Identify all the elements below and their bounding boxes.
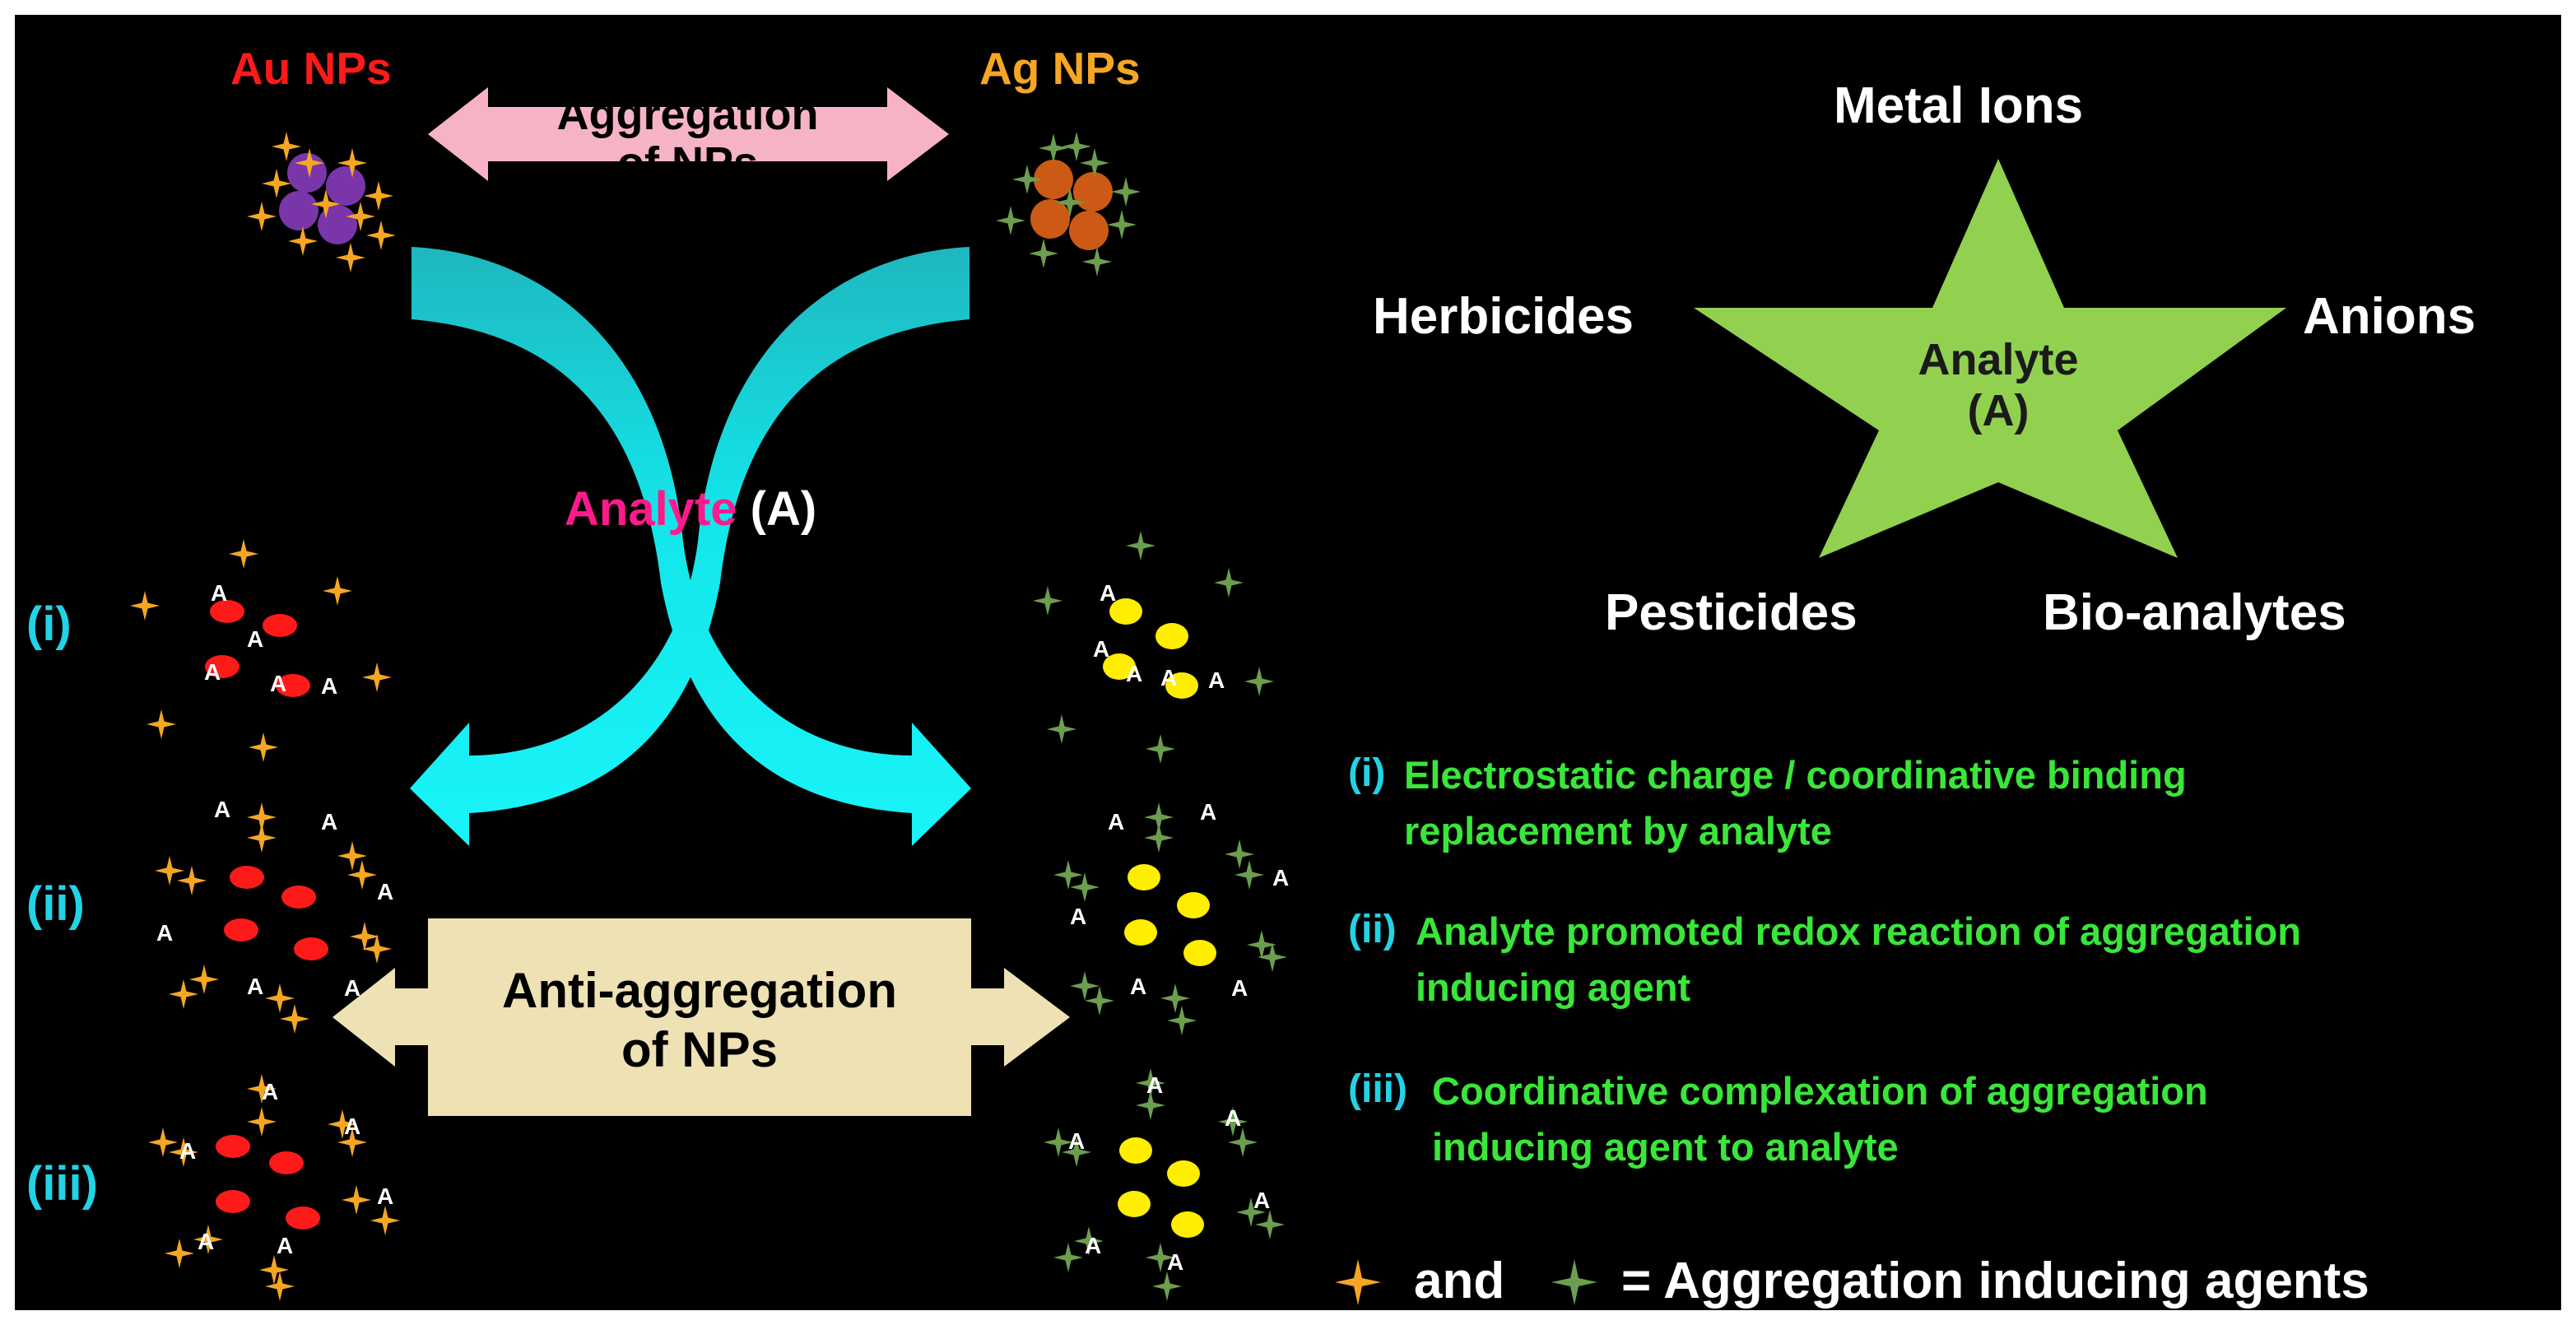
analyte-marker: A (1126, 661, 1142, 686)
au-dispersed-ii (155, 802, 392, 1034)
mechanism-1-line2: replacement by analyte (1404, 809, 1832, 853)
analyte-marker: A (1130, 974, 1146, 999)
au-aggregated-cluster (247, 132, 396, 272)
analyte-marker: A (270, 671, 286, 696)
row-label-ii: (ii) (26, 877, 85, 931)
mechanism-1-line1: Electrostatic charge / coordinative bind… (1404, 753, 2187, 797)
analyte-marker: A (321, 673, 337, 699)
analyte-marker: A (377, 879, 393, 904)
ag-dispersed-iii (1044, 1068, 1285, 1301)
legend-orange-star-icon (1335, 1259, 1381, 1305)
aggregation-double-arrow (428, 87, 949, 181)
anti-aggregation-label: Anti-aggregation of NPs (428, 961, 971, 1080)
star-center-label: Analyte (A) (1875, 334, 2122, 436)
analyte-marker: A (204, 659, 221, 685)
star-label-bio-analytes: Bio-analytes (2043, 584, 2346, 641)
mechanism-2-number: (ii) (1348, 908, 1397, 951)
analyte-marker: A (1085, 1233, 1101, 1258)
row-label-iii: (iii) (26, 1157, 98, 1211)
star-label-herbicides: Herbicides (1373, 288, 1634, 345)
analyte-marker: A (377, 1183, 393, 1209)
analyte-marker: A (1167, 1249, 1183, 1275)
analyte-word: Analyte (565, 482, 737, 536)
analyte-marker: A (1272, 865, 1289, 890)
analyte-star (1694, 159, 2286, 558)
star-center-line1: Analyte (1918, 335, 2079, 384)
analyte-marker: A (262, 1079, 278, 1104)
analyte-marker: A (247, 626, 263, 652)
star-label-metal-ions: Metal Ions (1834, 77, 2084, 134)
analyte-marker: A (1068, 1128, 1085, 1154)
analyte-marker: A (344, 975, 360, 1001)
analyte-marker: A (1208, 667, 1225, 693)
mechanism-1-number: (i) (1348, 751, 1386, 795)
anti-aggregation-line2: of NPs (621, 1022, 779, 1077)
legend-text: = Aggregation inducing agents (1621, 1253, 2369, 1309)
analyte-marker: A (1100, 580, 1116, 606)
analyte-marker: A (1070, 904, 1086, 929)
mechanism-3-number: (iii) (1348, 1067, 1407, 1111)
analyte-marker: A (1160, 665, 1177, 690)
analyte-marker: A (214, 797, 230, 822)
analyte-marker: A (198, 1229, 214, 1254)
analyte-marker: A (321, 809, 337, 835)
aggregation-line2: of NPs (616, 138, 759, 188)
analyte-marker: A (179, 1138, 196, 1164)
analyte-symbol: (A) (750, 482, 817, 536)
analyte-arrow-to-au (410, 247, 969, 846)
analyte-marker: A (1146, 1072, 1163, 1098)
ag-nps-label: Ag NPs (979, 43, 1141, 94)
analyte-marker: A (1253, 1188, 1270, 1213)
analyte-marker: A (1108, 809, 1124, 835)
au-nps-label: Au NPs (230, 43, 392, 94)
star-center-line2: (A) (1967, 386, 2030, 436)
legend-green-star-icon (1551, 1259, 1597, 1305)
aggregation-line1: Aggregation (556, 90, 819, 139)
analyte-marker: A (247, 974, 263, 999)
legend-and: and (1414, 1253, 1505, 1309)
au-dispersed-iii (148, 1074, 400, 1301)
aggregation-label: Aggregation of NPs (488, 90, 887, 188)
au-dispersed-i (130, 539, 392, 762)
ag-aggregated-cluster (996, 132, 1141, 277)
row-label-i: (i) (26, 597, 72, 651)
ag-dispersed-ii (1053, 802, 1287, 1035)
analyte-marker: A (1200, 799, 1216, 825)
analyte-arrow-to-ag (412, 247, 971, 846)
analyte-center-label: Analyte (A) (565, 486, 816, 533)
analyte-marker: A (1231, 975, 1248, 1001)
star-label-anions: Anions (2303, 288, 2476, 345)
star-label-pesticides: Pesticides (1605, 584, 1858, 641)
analyte-marker: A (211, 580, 227, 606)
analyte-marker: A (277, 1233, 293, 1258)
analyte-marker: A (1225, 1105, 1241, 1131)
analyte-marker: A (1093, 636, 1109, 662)
ag-dispersed-i (1033, 531, 1274, 764)
anti-aggregation-double-arrow (332, 918, 1070, 1116)
mechanism-3-line2: inducing agent to analyte (1432, 1125, 1899, 1169)
mechanism-2-line1: Analyte promoted redox reaction of aggre… (1416, 909, 2301, 953)
analyte-marker: A (344, 1113, 360, 1139)
mechanism-2-line2: inducing agent (1416, 965, 1691, 1009)
analyte-marker: A (156, 920, 173, 946)
mechanism-3-line1: Coordinative complexation of aggregation (1432, 1069, 2208, 1113)
anti-aggregation-line1: Anti-aggregation (502, 963, 897, 1018)
